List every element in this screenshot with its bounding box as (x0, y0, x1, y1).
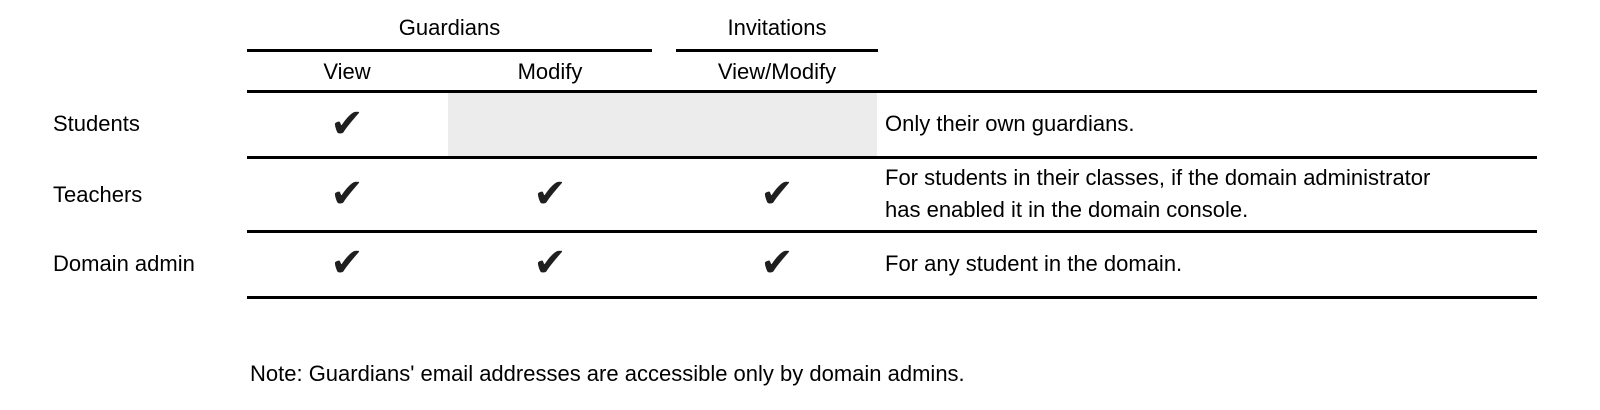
check-icon: ✔ (760, 240, 794, 286)
row-rule (247, 156, 1537, 159)
check-icon: ✔ (330, 171, 364, 217)
row-note-line: For any student in the domain. (885, 251, 1183, 276)
row-label-teachers: Teachers (53, 182, 143, 207)
column-header-view-modify: View/Modify (717, 59, 837, 84)
column-header-modify: Modify (517, 59, 583, 84)
header-rule (247, 90, 1537, 93)
check-icon: ✔ (533, 171, 567, 217)
row-label-students: Students (53, 111, 140, 136)
check-icon: ✔ (760, 171, 794, 217)
disabled-cells-region (448, 93, 877, 156)
bottom-rule (247, 296, 1537, 299)
guardians-group-underline (247, 49, 652, 52)
row-rule (247, 230, 1537, 233)
check-icon: ✔ (330, 101, 364, 147)
column-group-invitations: Invitations (727, 15, 827, 40)
row-note-domain-admin: For any student in the domain. (885, 252, 1182, 276)
invitations-group-underline (676, 49, 878, 52)
row-note-line: For students in their classes, if the do… (885, 165, 1431, 190)
footnote: Note: Guardians' email addresses are acc… (250, 361, 965, 386)
column-group-guardians: Guardians (398, 15, 501, 40)
check-icon: ✔ (533, 240, 567, 286)
row-note-line: Only their own guardians. (885, 111, 1135, 136)
row-label-domain-admin: Domain admin (53, 251, 195, 276)
row-note-teachers: For students in their classes, if the do… (885, 162, 1430, 226)
row-note-line: has enabled it in the domain console. (885, 197, 1249, 222)
column-header-view: View (323, 59, 371, 84)
row-note-students: Only their own guardians. (885, 112, 1134, 136)
check-icon: ✔ (330, 240, 364, 286)
